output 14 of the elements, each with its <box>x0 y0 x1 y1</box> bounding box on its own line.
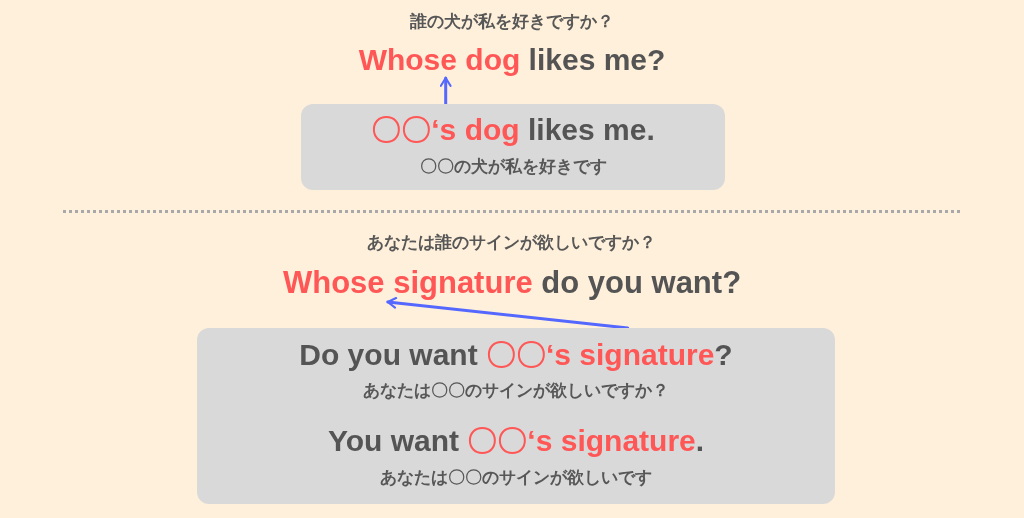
translation-text: 誰の犬が私を好きですか？ <box>410 11 614 33</box>
sentence-card <box>197 328 835 504</box>
arrow <box>386 297 630 330</box>
sentence-text: 〇〇‘s dog likes me. <box>371 112 655 148</box>
translation-text: 〇〇の犬が私を好きです <box>419 156 607 178</box>
sentence-text: You want 〇〇‘s signature. <box>327 423 705 459</box>
sentence-text: Whose signature do you want? <box>282 264 742 302</box>
sentence-text: Whose dog likes me? <box>358 42 666 78</box>
sentence-text: Do you want 〇〇‘s signature? <box>299 337 733 373</box>
translation-text: あなたは〇〇のサインが欲しいです <box>380 467 652 489</box>
arrow <box>439 76 452 106</box>
translation-text: あなたは〇〇のサインが欲しいですか？ <box>363 380 669 402</box>
translation-text: あなたは誰のサインが欲しいですか？ <box>367 232 657 254</box>
sentence-card <box>301 104 725 190</box>
